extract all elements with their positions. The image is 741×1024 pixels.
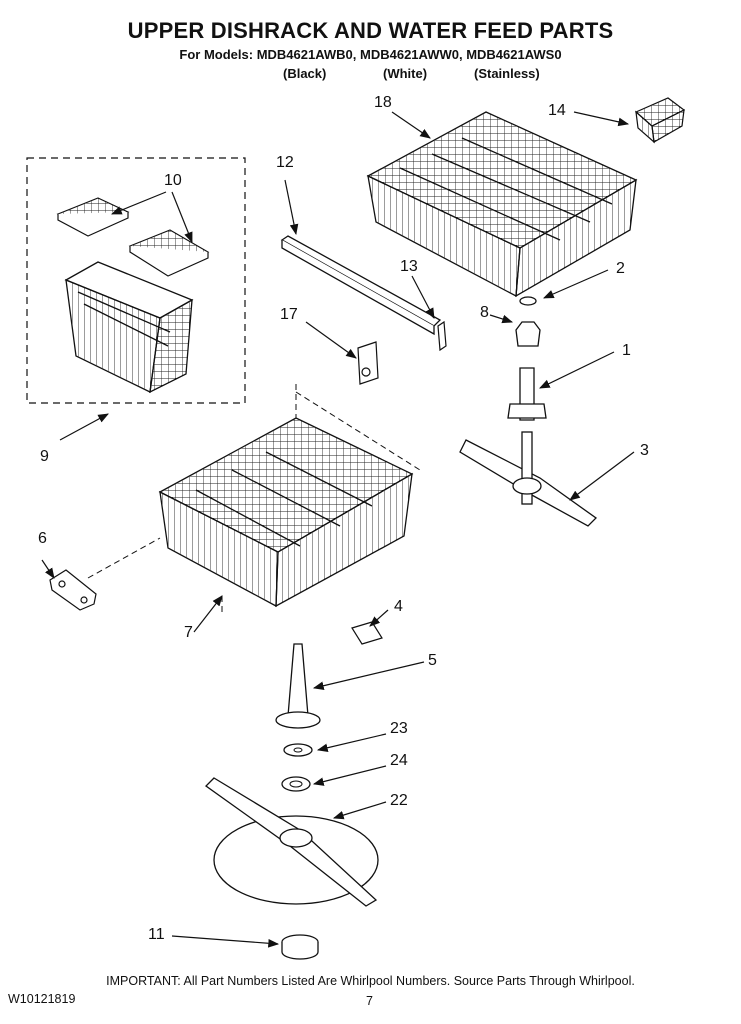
callout-9: 9 — [40, 448, 49, 465]
lower-feed-tube — [275, 643, 321, 729]
important-note: IMPORTANT: All Part Numbers Listed Are W… — [106, 974, 635, 988]
clip-4 — [351, 621, 383, 645]
feed-nut — [515, 321, 541, 347]
lower-spray-arm — [204, 777, 379, 907]
lower-dishrack — [158, 417, 414, 608]
upper-spray-arm — [459, 431, 598, 527]
callout-24: 24 — [390, 752, 408, 769]
basket-kit-dashed-box — [26, 157, 246, 404]
variant-stainless: (Stainless) — [474, 66, 540, 81]
variant-white: (White) — [383, 66, 428, 81]
document-number: W10121819 — [8, 992, 76, 1006]
upper-dishrack — [366, 111, 638, 298]
callout-18: 18 — [374, 94, 392, 111]
page-number: 7 — [366, 994, 373, 1008]
callout-7: 7 — [184, 624, 193, 641]
callout-3: 3 — [640, 442, 649, 459]
callout-12: 12 — [276, 154, 294, 171]
rail-stop — [437, 320, 447, 352]
page-title: UPPER DISHRACK AND WATER FEED PARTS — [127, 18, 614, 43]
callout-8: 8 — [480, 304, 489, 321]
callout-11: 11 — [148, 926, 165, 943]
rack-adjuster-clip — [357, 341, 379, 385]
upper-feed-tube — [507, 367, 547, 421]
callout-2: 2 — [616, 260, 625, 277]
models-line: For Models: MDB4621AWB0, MDB4621AWW0, MD… — [179, 47, 562, 62]
basket-lid-1 — [56, 197, 130, 237]
callout-13: 13 — [400, 258, 418, 275]
washer-2 — [519, 296, 537, 306]
silverware-basket — [64, 261, 194, 394]
small-items-basket — [634, 97, 686, 144]
seal-ring — [281, 934, 319, 960]
rack-rail — [280, 235, 442, 336]
callout-17: 17 — [280, 306, 298, 323]
callout-23: 23 — [390, 720, 408, 737]
callout-1: 1 — [622, 342, 631, 359]
rack-wheel — [49, 569, 97, 611]
callout-5: 5 — [428, 652, 437, 669]
callout-6: 6 — [38, 530, 47, 547]
callout-10: 10 — [164, 172, 182, 189]
callout-arrows — [41, 111, 635, 948]
basket-lid-2 — [128, 229, 210, 277]
callout-4: 4 — [394, 598, 403, 615]
variant-black: (Black) — [283, 66, 327, 81]
callout-22: 22 — [390, 792, 408, 809]
callout-14: 14 — [548, 102, 566, 119]
